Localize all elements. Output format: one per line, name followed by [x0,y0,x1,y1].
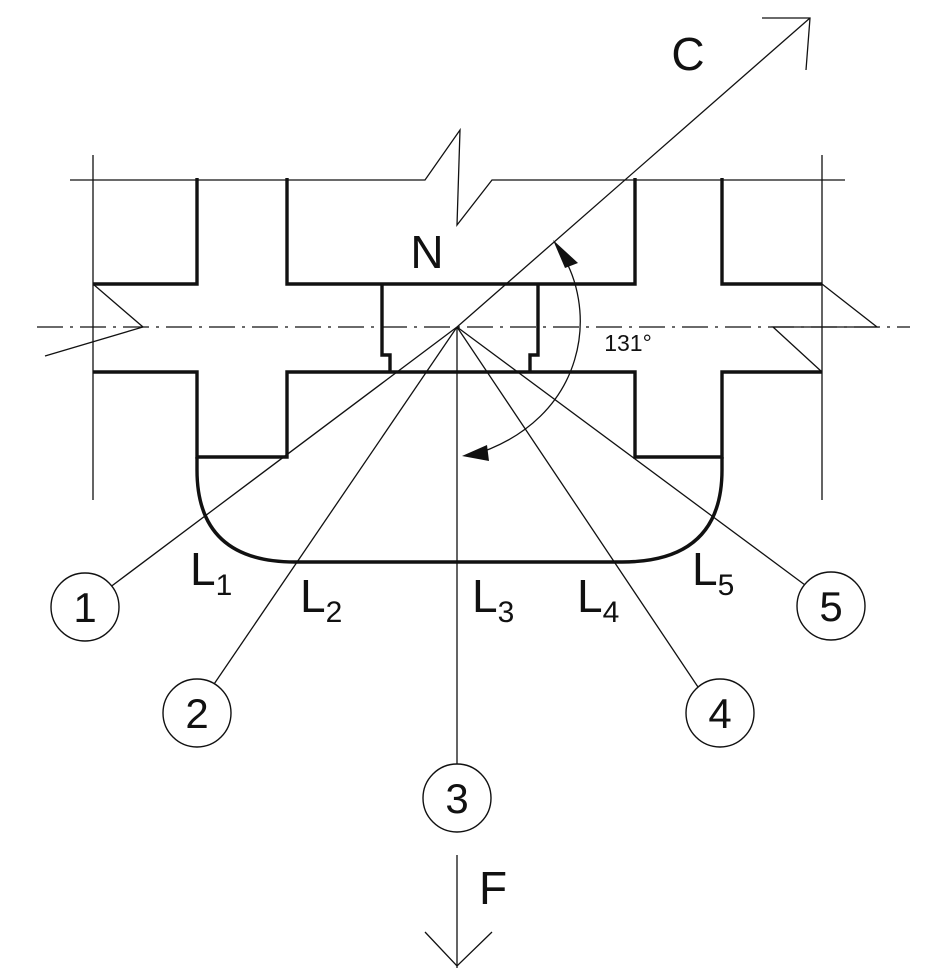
length-label-5: L5 [692,543,734,602]
length-label-2: L2 [300,570,342,629]
arc-arrowhead-top [553,240,578,268]
label-c: C [671,28,704,80]
marker-2-label: 2 [185,690,208,737]
marker-2-circle [162,678,232,748]
marker-5-label: 5 [819,583,842,630]
length-label-4: L4 [577,570,619,629]
marker-5: 5 [796,571,866,641]
markers: 1 2 3 4 5 [50,571,866,833]
upper-center-block [285,178,637,286]
ray-4 [456,326,701,691]
marker-1: 1 [50,572,120,642]
force-arrow [424,855,493,968]
marker-3-circle [422,763,492,833]
angle-label: 131° [604,330,652,356]
marker-3: 3 [422,763,492,833]
ray-2 [209,326,458,691]
rays [108,17,811,765]
length-label-3: L3 [472,570,514,629]
upper-left-block [93,178,199,286]
arrowhead-c [762,17,811,71]
lower-profile [93,370,822,459]
top-break-line [70,127,845,227]
ray-1 [108,326,458,589]
marker-1-circle [50,572,120,642]
force-arrowhead [424,931,493,967]
marker-1-label: 1 [73,584,96,631]
angle-arc-curve [469,246,581,457]
angle-arc [462,240,581,461]
marker-4-circle [685,678,755,748]
arc-arrowhead-bottom [462,445,489,461]
right-break-mark [771,283,879,373]
upper-right-block [720,178,822,286]
left-break-mark [44,283,145,357]
label-n: N [410,226,443,278]
ray-c [456,17,811,328]
label-f: F [479,862,507,914]
bottom-cup [195,457,724,564]
marker-2: 2 [162,678,232,748]
length-label-1: L1 [190,543,232,602]
structure-outline [93,178,822,564]
marker-5-circle [796,571,866,641]
marker-3-label: 3 [445,775,468,822]
center-block [380,284,540,372]
marker-4: 4 [685,678,755,748]
ray-5 [456,326,806,586]
marker-4-label: 4 [708,690,731,737]
construction-lines [37,127,910,500]
length-labels: L1 L2 L3 L4 L5 [190,543,734,629]
